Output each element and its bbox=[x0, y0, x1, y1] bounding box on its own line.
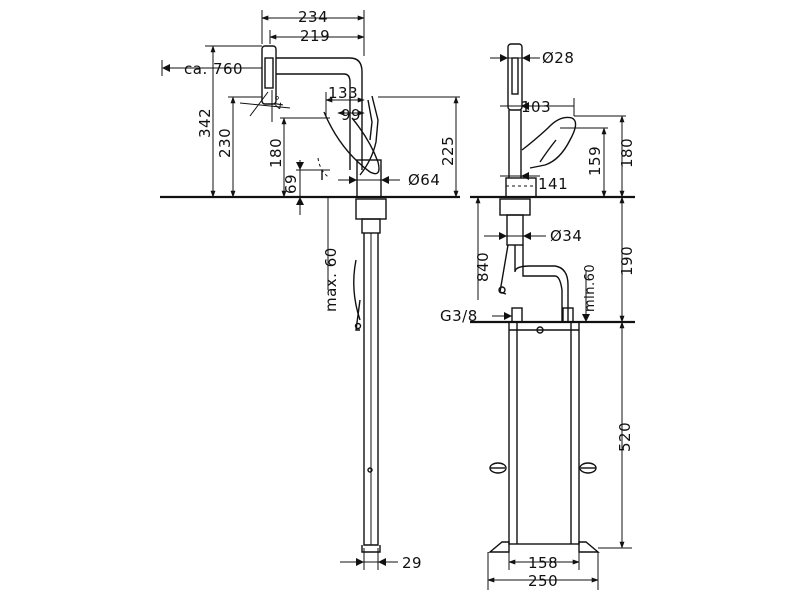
dim-dia-34: Ø34 bbox=[550, 227, 582, 245]
dim-133: 133 bbox=[328, 84, 358, 102]
dim-225: 225 bbox=[439, 136, 457, 166]
side-view: 234 219 ca. 760 342 230 4° 133 99 180 22… bbox=[160, 8, 460, 572]
dim-99: 99 bbox=[341, 106, 361, 124]
front-dimension-lines bbox=[475, 54, 632, 590]
dim-840: 840 bbox=[474, 252, 492, 282]
dim-190: 190 bbox=[618, 246, 636, 276]
dim-min-60: min.60 bbox=[583, 264, 598, 312]
dim-158: 158 bbox=[528, 554, 558, 572]
dim-103: 103 bbox=[521, 98, 551, 116]
faucet-body-front bbox=[488, 43, 600, 553]
dim-141: 141 bbox=[538, 175, 568, 193]
dim-219: 219 bbox=[300, 27, 330, 45]
dim-180-front: 180 bbox=[618, 138, 636, 168]
dim-69: 69 bbox=[282, 174, 300, 194]
side-dimension-lines bbox=[161, 10, 460, 570]
dim-520: 520 bbox=[616, 422, 634, 452]
dim-29: 29 bbox=[402, 554, 422, 572]
dim-234: 234 bbox=[298, 8, 328, 26]
dim-250: 250 bbox=[528, 572, 558, 590]
dim-4-degrees: 4° bbox=[271, 94, 287, 111]
front-view: Ø28 103 159 180 141 Ø34 840 190 min.60 G… bbox=[440, 43, 636, 590]
dim-159: 159 bbox=[586, 146, 604, 176]
dim-180-side: 180 bbox=[267, 138, 285, 168]
dim-ca-760: ca. 760 bbox=[184, 60, 243, 78]
dim-dia-64: Ø64 bbox=[408, 171, 440, 189]
dim-g3-8: G3/8 bbox=[440, 307, 478, 325]
dim-max-60: max. 60 bbox=[322, 247, 340, 312]
dim-342: 342 bbox=[196, 108, 214, 138]
dim-230: 230 bbox=[216, 128, 234, 158]
faucet-body-side bbox=[261, 45, 387, 553]
dim-dia-28: Ø28 bbox=[542, 49, 574, 67]
